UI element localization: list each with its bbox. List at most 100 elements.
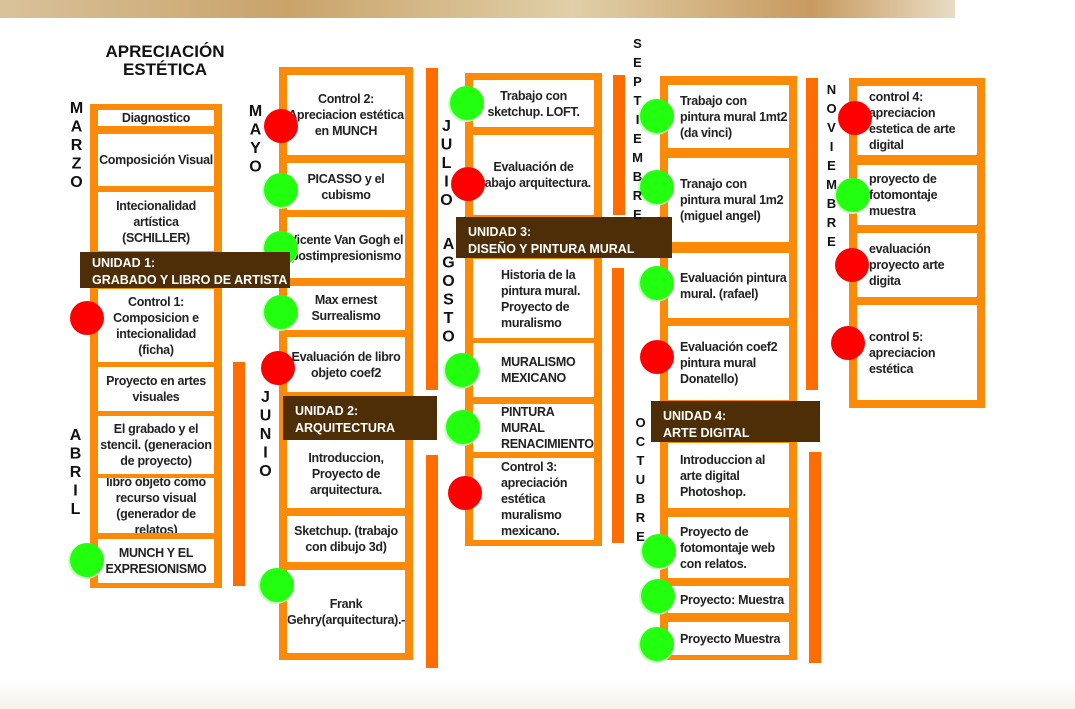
activity-card[interactable]: proyecto de fotomontaje muestra [857,165,977,225]
activity-label: Evaluación pintura mural. (rafael) [680,270,787,301]
activity-label: Tranajo con pintura mural 1m2 (miguel an… [680,177,784,223]
status-done-icon [260,568,294,602]
activity-label: PICASSO y el cubismo [307,171,385,202]
activity-label: Evaluación de trabajo arquitectura. [476,160,591,190]
activity-label: Introduccion, Proyecto de arquitectura. [308,451,384,497]
month-label-mayo: MAYO [247,103,264,177]
page-title: APRECIACIÓN ESTÉTICA [105,42,225,79]
activity-card[interactable]: Evaluación pintura mural. (rafael) [668,253,789,318]
activity-label: El grabado y el stencil. (generacion de … [100,422,212,468]
status-done-icon [264,295,298,329]
activity-card[interactable]: Control 1: Composicion e intecionalidad … [98,289,214,362]
unit-banner-3: UNIDAD 3:DISEÑO Y PINTURA MURAL [456,217,672,258]
month-label-abril: ABRIL [67,427,84,520]
activity-card[interactable]: control 4: apreciacion estetica de arte … [857,86,977,155]
status-done-icon [70,543,104,577]
timeline-bar [426,455,438,668]
status-pending-icon [640,340,674,374]
activity-label: Introduccion al arte digital Photoshop. [680,452,766,499]
activity-card[interactable]: Introduccion al arte digital Photoshop. [668,443,789,508]
activity-label: Intecionalidad artística (SCHILLER) [116,198,196,245]
status-done-icon [641,579,675,613]
activity-label: proyecto de fotomontaje muestra [869,172,938,218]
unit-number: UNIDAD 1: [92,256,156,270]
activity-card[interactable]: Proyecto de fotomontaje web con relatos. [668,517,789,578]
activity-label: Evaluación de libro objeto coef2 [291,349,401,380]
activity-card[interactable]: El grabado y el stencil. (generacion de … [98,416,214,474]
status-done-icon [640,99,674,133]
month-label-junio: JUNIO [257,389,274,482]
background-texture-strip [0,0,955,18]
activity-label: Composición Visual [99,153,213,167]
activity-label: Frank Gehry(arquitectura).- [287,596,405,627]
unit-name: GRABADO Y LIBRO DE ARTISTA [92,273,288,287]
status-pending-icon [831,326,865,360]
status-done-icon [836,178,870,212]
activity-card[interactable]: Historia de la pintura mural. Proyecto d… [473,259,594,338]
activity-card[interactable]: MUNCH Y EL EXPRESIONISMO [98,539,214,583]
timeline-bar [426,68,438,390]
status-done-icon [642,534,676,568]
activity-label: control 4: apreciacion estetica de arte … [869,89,956,152]
activity-label: libro objeto como recurso visual (genera… [106,478,206,533]
activity-card[interactable]: evaluación proyecto arte digita [857,233,977,297]
activity-label: MUNCH Y EL EXPRESIONISMO [105,546,207,576]
unit-banner-1: UNIDAD 1: GRABADO Y LIBRO DE ARTISTA [80,252,290,288]
status-done-icon [445,353,479,387]
activity-card[interactable]: Trabajo con pintura mural 1mt2 (da vinci… [668,85,789,148]
activity-label: evaluación proyecto arte digita [869,242,945,288]
activity-label: Control 1: Composicion e intecionalidad … [113,294,199,357]
activity-card[interactable]: Composición Visual [98,134,214,186]
activity-label: Proyecto en artes visuales [106,374,206,404]
background-texture-bottom [0,679,1075,709]
activity-label: Historia de la pintura mural. Proyecto d… [501,267,581,330]
activity-card[interactable]: control 5: apreciacion estética [857,305,977,400]
status-pending-icon [261,351,295,385]
status-pending-icon [70,301,104,335]
status-pending-icon [451,167,485,201]
activity-card[interactable]: Introduccion, Proyecto de arquitectura. [287,440,405,508]
activity-card[interactable]: libro objeto como recurso visual (genera… [98,478,214,533]
activity-label: Evaluación coef2 pintura mural Donatello… [680,340,778,386]
activity-label: Vicente Van Gogh el postimpresionismo [288,232,404,263]
activity-card[interactable]: Vicente Van Gogh el postimpresionismo [287,217,405,278]
activity-card[interactable]: Control 3: apreciación estética muralism… [473,458,594,540]
activity-card[interactable]: Trabajo con sketchup. LOFT. [473,80,594,127]
activity-card[interactable]: Evaluación de libro objeto coef2 [287,337,405,392]
activity-card[interactable]: PICASSO y el cubismo [287,163,405,210]
status-done-icon [446,410,480,444]
activity-label: PINTURA MURAL RENACIMIENTO [501,405,594,451]
unit-name: ARQUITECTURA [295,421,395,435]
activity-card[interactable]: Control 2: Apreciacion estética en MUNCH [287,75,405,155]
status-pending-icon [835,248,869,282]
status-done-icon [450,86,484,120]
activity-card[interactable]: Tranajo con pintura mural 1m2 (miguel an… [668,158,789,242]
unit-number: UNIDAD 4: [663,409,727,423]
activity-card[interactable]: Frank Gehry(arquitectura).- [287,570,405,653]
activity-card[interactable]: Proyecto: Muestra [668,586,789,613]
activity-card[interactable]: PINTURA MURAL RENACIMIENTO [473,404,594,452]
status-pending-icon [448,476,482,510]
activity-label: Control 3: apreciación estética muralism… [501,460,568,538]
unit-number: UNIDAD 3: [468,225,532,239]
activity-card[interactable]: Intecionalidad artística (SCHILLER) [98,192,214,251]
activity-label: Control 2: Apreciacion estética en MUNCH [288,92,404,138]
activity-card[interactable]: Evaluación de trabajo arquitectura. [473,135,594,215]
activity-card[interactable]: Diagnostico [98,110,214,126]
activity-card[interactable]: Evaluación coef2 pintura mural Donatello… [668,326,789,400]
activity-label: MURALISMO MEXICANO [501,355,576,385]
activity-card[interactable]: Max ernest Surrealismo [287,286,405,330]
activity-label: Max ernest Surrealismo [311,293,381,323]
activity-card[interactable]: Proyecto en artes visuales [98,367,214,411]
activity-label: control 5: apreciacion estética [869,329,936,376]
timeline-bar [809,452,821,663]
activity-card[interactable]: Proyecto Muestra [668,622,789,655]
unit-number: UNIDAD 2: [295,404,359,418]
activity-card[interactable]: MURALISMO MEXICANO [473,343,594,397]
timeline-bar [612,268,624,543]
unit-banner-4: UNIDAD 4:ARTE DIGITAL [651,401,820,442]
activity-card[interactable]: Sketchup. (trabajo con dibujo 3d) [287,516,405,562]
activity-label: Proyecto Muestra [680,631,781,646]
activity-label: Trabajo con pintura mural 1mt2 (da vinci… [680,93,788,140]
timeline-bar [613,75,625,215]
